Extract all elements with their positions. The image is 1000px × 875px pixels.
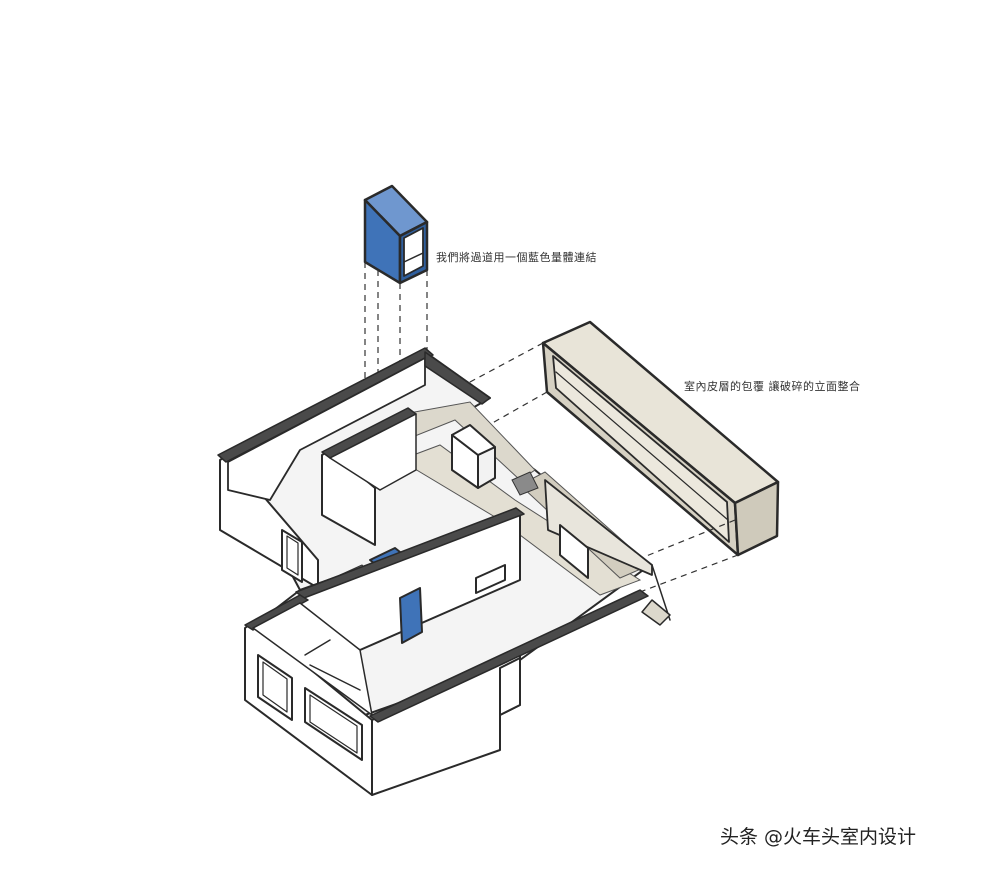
cabinet-box-top xyxy=(451,424,496,456)
window-central xyxy=(475,564,506,594)
watermark: 头条 @火车头室内设计 xyxy=(720,826,917,848)
window-right xyxy=(559,524,589,579)
window-front-a xyxy=(257,654,293,721)
front-notch xyxy=(499,657,521,716)
wall-back-right xyxy=(424,351,491,405)
wall-back-left-top xyxy=(217,347,434,463)
floor-plan-model xyxy=(217,347,671,796)
blue-volume-opening xyxy=(403,227,424,277)
front-block-top-rim xyxy=(244,594,309,631)
blue-door xyxy=(399,587,423,644)
floor-shadow-c xyxy=(511,471,539,496)
window-front-b xyxy=(304,687,363,761)
blue-volume xyxy=(363,184,429,285)
wall-right-face xyxy=(544,479,653,576)
front-block-interior xyxy=(252,602,373,716)
skin-inner-opening xyxy=(552,355,730,543)
annotation-interior-skin: 室內皮層的包覆 讓破碎的立面整合 xyxy=(684,380,861,393)
annotation-blue-volume: 我們將過道用一個藍色量體連結 xyxy=(436,251,597,264)
skin-end xyxy=(733,480,780,557)
